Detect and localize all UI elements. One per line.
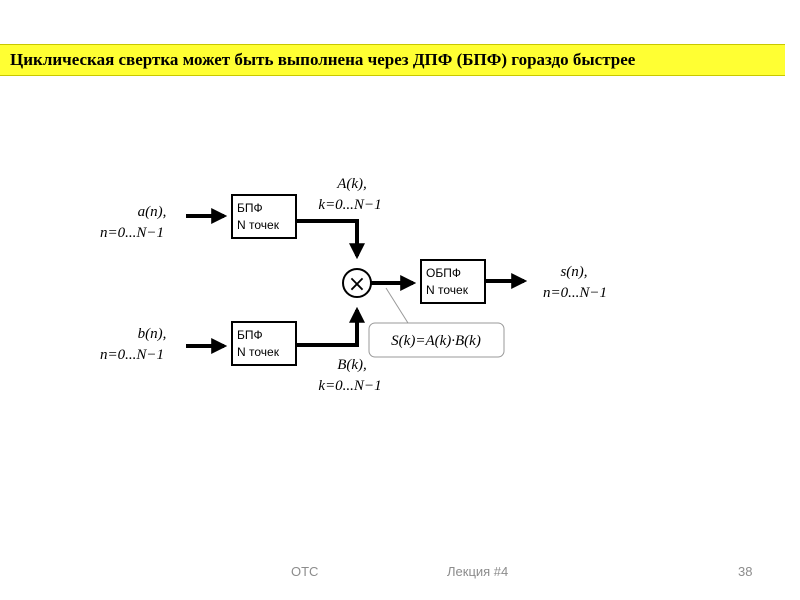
spectrum-b-label: B(k),: [337, 357, 367, 373]
input-a-range: n=0...N−1: [100, 225, 164, 241]
fft-block-a: [231, 194, 297, 239]
output-label: s(n),: [560, 264, 587, 280]
footer-course: ОТС: [291, 564, 319, 579]
input-b-label: b(n),: [138, 326, 167, 342]
spectrum-a-arrow: [296, 219, 365, 260]
ifft-block: [420, 259, 486, 304]
output-range: n=0...N−1: [543, 285, 607, 301]
multiplier-symbol: ×: [348, 272, 366, 297]
spectrum-b-range: k=0...N−1: [318, 378, 381, 394]
input-a-label: a(n),: [138, 204, 167, 220]
fft-block-a-title: БПФ: [237, 201, 263, 215]
ifft-block-title: ОБПФ: [426, 266, 461, 280]
formula-callout: [368, 322, 505, 358]
fft-block-b: [231, 321, 297, 366]
ifft-block-subtitle: N точек: [426, 283, 469, 297]
fft-block-a-subtitle: N точек: [237, 218, 280, 232]
input-b-range: n=0...N−1: [100, 347, 164, 363]
spectrum-b-arrow: [296, 306, 365, 347]
formula-callout-pointer: [385, 287, 409, 324]
fft-block-b-title: БПФ: [237, 328, 263, 342]
spectrum-a-range: k=0...N−1: [318, 197, 381, 213]
fft-block-b-subtitle: N точек: [237, 345, 280, 359]
slide-title: Циклическая свертка может быть выполнена…: [10, 50, 636, 69]
footer-page-number: 38: [738, 564, 753, 579]
footer-lecture: Лекция #4: [447, 564, 509, 579]
spectrum-a-label: A(k),: [336, 176, 367, 192]
product-formula: S(k)=A(k)·B(k): [391, 333, 481, 349]
title-bar: Циклическая свертка может быть выполнена…: [0, 44, 785, 76]
